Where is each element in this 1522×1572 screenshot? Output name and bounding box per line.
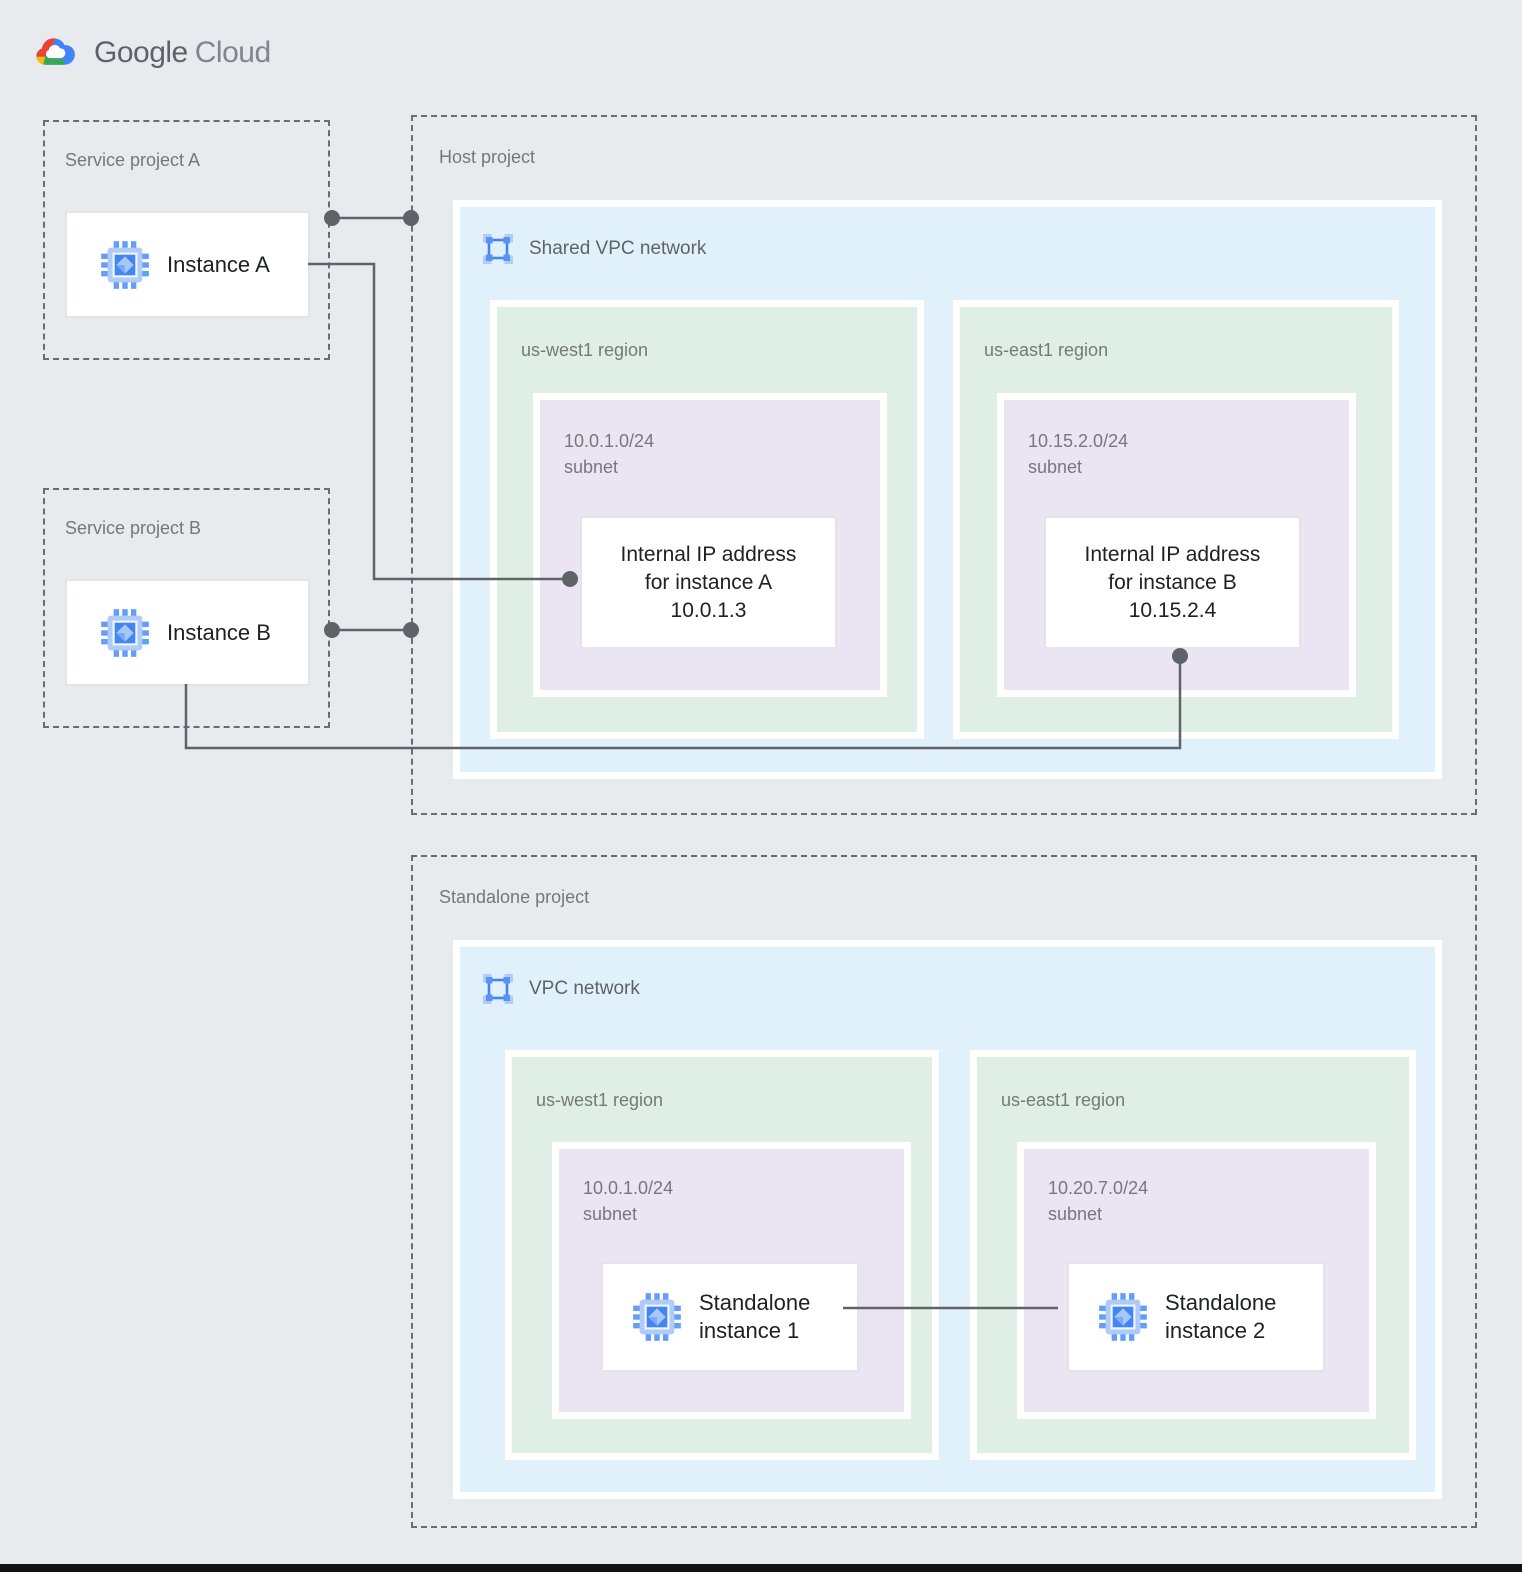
- ip-card-line: 10.0.1.3: [670, 598, 747, 622]
- shared-vpc-network-header: Shared VPC network: [480, 231, 706, 267]
- host-region-us-east1-box: us-east1 region 10.15.2.0/24 subnet Inte…: [953, 300, 1399, 739]
- host-region-us-west1-box: us-west1 region 10.0.1.0/24 subnet Inter…: [490, 300, 924, 739]
- standalone-region-us-east1-label: us-east1 region: [1001, 1090, 1126, 1110]
- vm-instance-icon: [633, 1293, 681, 1341]
- logo-word-cloud: Cloud: [194, 36, 271, 69]
- instance-label-line: instance 1: [699, 1318, 800, 1343]
- vm-instance-icon: [1099, 1293, 1147, 1341]
- standalone-project-label: Standalone project: [439, 887, 590, 907]
- shared-vpc-network-label: Shared VPC network: [529, 238, 707, 259]
- vpc-network-label: VPC network: [529, 978, 640, 999]
- instance-label-line: Standalone: [699, 1290, 811, 1315]
- standalone-subnet-us-east1-label: 10.20.7.0/24 subnet: [1048, 1175, 1148, 1227]
- standalone-region-us-west1-label: us-west1 region: [536, 1090, 664, 1110]
- standalone-instance-2-label: Standalone instance 2: [1165, 1289, 1276, 1345]
- service-project-a-box: Service project A Instance A: [43, 120, 330, 360]
- subnet-cidr: 10.15.2.0/24: [1028, 431, 1129, 451]
- host-project-label: Host project: [439, 147, 536, 167]
- service-project-b-box: Service project B Instance B: [43, 488, 330, 728]
- subnet-cidr: 10.0.1.0/24: [564, 431, 655, 451]
- host-region-us-east1-label: us-east1 region: [984, 340, 1109, 360]
- host-subnet-us-east1-box: 10.15.2.0/24 subnet Internal IP address …: [997, 393, 1356, 697]
- service-project-a-label: Service project A: [65, 150, 201, 170]
- google-cloud-logo-icon: [36, 38, 75, 65]
- host-subnet-us-east1-label: 10.15.2.0/24 subnet: [1028, 428, 1128, 480]
- subnet-cidr: 10.20.7.0/24: [1048, 1178, 1149, 1198]
- standalone-subnet-us-west1-box: 10.0.1.0/24 subnet Standalone instance 1: [552, 1142, 911, 1419]
- vm-instance-icon: [101, 608, 149, 657]
- standalone-instance-1-label: Standalone instance 1: [699, 1289, 810, 1345]
- standalone-instance-1-node: Standalone instance 1: [601, 1262, 859, 1372]
- instance-b-node: Instance B: [65, 579, 310, 686]
- host-region-us-west1-label: us-west1 region: [521, 340, 649, 360]
- shared-vpc-network-box: Shared VPC network us-west1 region 10.0.…: [453, 200, 1442, 779]
- vm-instance-icon: [101, 240, 149, 289]
- instance-label-line: instance 2: [1165, 1318, 1266, 1343]
- service-project-b-label: Service project B: [65, 518, 202, 538]
- standalone-subnet-us-east1-box: 10.20.7.0/24 subnet Standalone instance …: [1017, 1142, 1376, 1419]
- instance-label-line: Standalone: [1165, 1290, 1277, 1315]
- instance-a-node: Instance A: [65, 211, 310, 318]
- screen-bottom-edge: [0, 1564, 1522, 1572]
- host-subnet-us-west1-box: 10.0.1.0/24 subnet Internal IP address f…: [533, 393, 887, 697]
- subnet-word: subnet: [583, 1204, 638, 1224]
- host-subnet-us-west1-label: 10.0.1.0/24 subnet: [564, 428, 654, 480]
- standalone-instance-2-node: Standalone instance 2: [1067, 1262, 1325, 1372]
- standalone-region-us-west1-box: us-west1 region 10.0.1.0/24 subnet Stand…: [505, 1050, 939, 1460]
- internal-ip-instance-b-card: Internal IP address for instance B 10.15…: [1044, 516, 1301, 649]
- ip-card-line: for instance B: [1108, 570, 1237, 594]
- internal-ip-instance-a-card: Internal IP address for instance A 10.0.…: [580, 516, 837, 649]
- vpc-network-icon: [481, 232, 515, 266]
- ip-card-line: for instance A: [644, 570, 773, 594]
- instance-a-label: Instance A: [167, 251, 270, 277]
- ip-card-line: 10.15.2.4: [1128, 598, 1217, 622]
- standalone-subnet-us-west1-label: 10.0.1.0/24 subnet: [583, 1175, 673, 1227]
- subnet-word: subnet: [1028, 457, 1083, 477]
- vpc-network-icon: [481, 972, 515, 1006]
- logo-word-google: Google: [94, 36, 188, 69]
- vpc-network-box: VPC network us-west1 region 10.0.1.0/24 …: [453, 940, 1442, 1499]
- subnet-word: subnet: [564, 457, 619, 477]
- standalone-project-box: Standalone project VPC network us-west1 …: [411, 855, 1477, 1528]
- instance-b-label: Instance B: [167, 619, 271, 645]
- ip-card-line: Internal IP address: [620, 542, 797, 566]
- host-project-box: Host project Shared VPC network us-west1…: [411, 115, 1477, 815]
- vpc-network-header: VPC network: [480, 971, 640, 1007]
- subnet-word: subnet: [1048, 1204, 1103, 1224]
- subnet-cidr: 10.0.1.0/24: [583, 1178, 674, 1198]
- ip-card-line: Internal IP address: [1084, 542, 1261, 566]
- standalone-region-us-east1-box: us-east1 region 10.20.7.0/24 subnet Stan…: [970, 1050, 1416, 1460]
